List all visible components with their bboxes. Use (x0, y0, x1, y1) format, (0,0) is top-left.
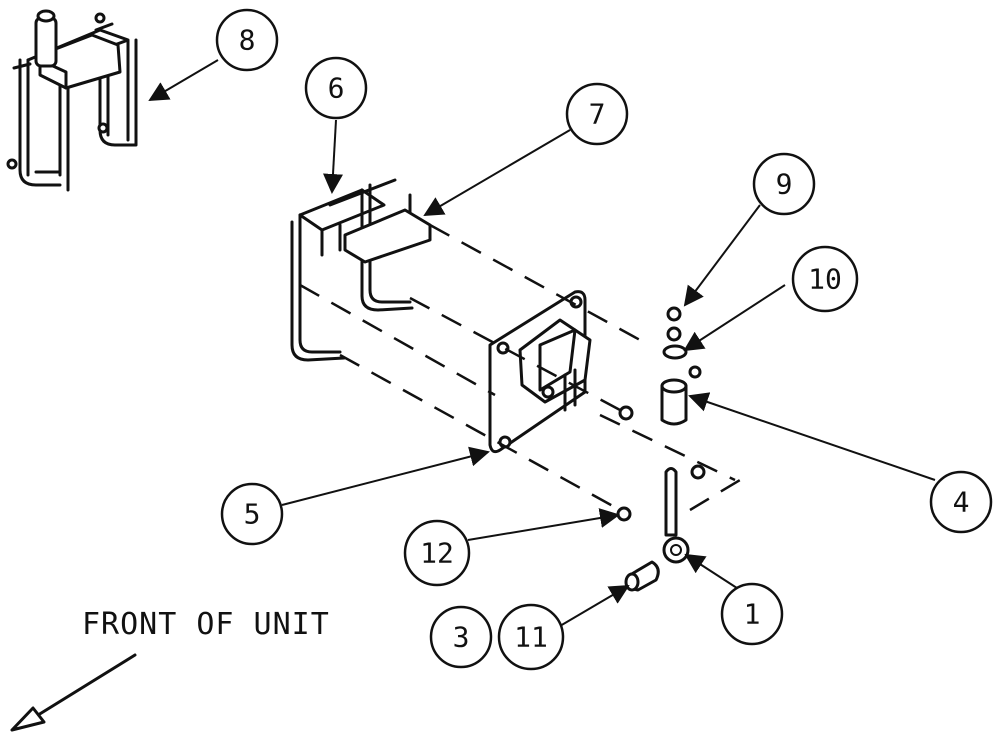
callout-10: 10 (791, 245, 859, 313)
leader-lines (148, 59, 936, 627)
part-12-nut-upper (618, 405, 634, 421)
part-4-spacer (660, 384, 688, 426)
assembly-projection-lines (299, 223, 741, 512)
callout-5-label: 5 (244, 498, 261, 531)
callout-7-label: 7 (589, 98, 606, 131)
callout-9: 9 (752, 152, 816, 216)
callout-12-label: 12 (420, 537, 454, 570)
callout-8: 8 (215, 8, 279, 72)
part-12-nut (616, 506, 632, 522)
callout-5: 5 (220, 482, 284, 546)
callout-8-label: 8 (239, 24, 256, 57)
part-5-mounting-plate (488, 290, 592, 454)
callout-6: 6 (304, 56, 368, 120)
assembled-bracket-view (6, 9, 138, 192)
callout-3: 3 (429, 605, 493, 669)
callout-10-label: 10 (808, 263, 842, 296)
callout-7: 7 (565, 82, 629, 146)
callout-1-label: 1 (744, 598, 761, 631)
callout-11: 11 (497, 603, 565, 671)
callout-4: 4 (929, 470, 993, 534)
callout-1: 1 (720, 582, 784, 646)
callout-11-label: 11 (514, 621, 548, 654)
part-10-washer (662, 344, 688, 360)
callout-3-label: 3 (453, 621, 470, 654)
front-of-unit-label: FRONT OF UNIT (82, 607, 330, 642)
hardware-parts (616, 306, 706, 592)
callout-9-label: 9 (776, 168, 793, 201)
part-9-nut-2 (666, 326, 682, 342)
part-9-nut (666, 306, 682, 322)
callout-12: 12 (403, 519, 471, 587)
part-6-u-bracket (290, 178, 432, 362)
callout-6-label: 6 (328, 72, 345, 105)
front-direction-arrow (10, 653, 137, 732)
part-1-eyebolt (664, 467, 678, 537)
callout-4-label: 4 (953, 486, 970, 519)
